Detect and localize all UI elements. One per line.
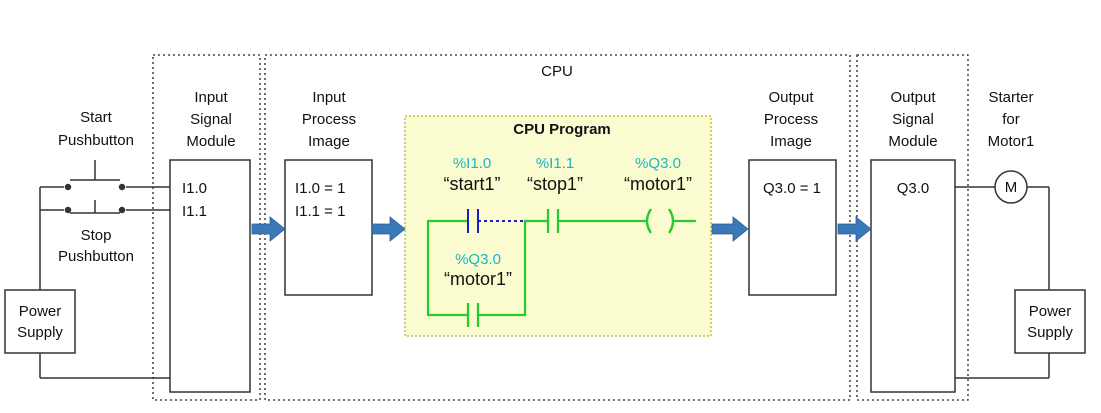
starter-label-3: Motor1	[988, 133, 1035, 150]
output-signal-module-label-1: Output	[890, 89, 936, 106]
start-contact-tag: “start1”	[443, 174, 500, 194]
arrow-to-output-image	[711, 216, 749, 242]
stop-pushbutton-label-2: Pushbutton	[58, 248, 134, 265]
arrow-to-output-module	[837, 216, 872, 242]
stop-pushbutton-label-1: Stop	[81, 227, 112, 244]
input-image-value-2: I1.1 = 1	[295, 203, 345, 220]
output-signal-module-label-2: Signal	[892, 111, 934, 128]
output-process-image-label-3: Image	[770, 133, 812, 150]
input-signal-module-label-2: Signal	[190, 111, 232, 128]
start-pushbutton-symbol	[64, 160, 126, 191]
start-pushbutton-label-2: Pushbutton	[58, 132, 134, 149]
output-signal-module-enclosure	[856, 54, 969, 401]
cpu-label: CPU	[541, 63, 573, 80]
coil-tag: “motor1”	[624, 174, 692, 194]
input-signal-module-label-1: Input	[194, 89, 228, 106]
cpu-program-title: CPU Program	[513, 121, 611, 138]
output-signal-module-box	[870, 159, 956, 393]
start-pushbutton-label-1: Start	[80, 109, 113, 126]
flow-arrows	[251, 216, 872, 242]
motor-symbol-letter: M	[1005, 179, 1018, 196]
output-process-image-label-1: Output	[768, 89, 814, 106]
seal-contact-tag: “motor1”	[444, 269, 512, 289]
output-module-addr: Q3.0	[897, 180, 930, 197]
output-signal-module-label-3: Module	[888, 133, 937, 150]
input-signal-module-enclosure	[152, 54, 261, 401]
starter-label-2: for	[1002, 111, 1020, 128]
seal-contact-address: %Q3.0	[455, 251, 501, 268]
power-supply-right	[1014, 289, 1086, 354]
starter-label-1: Starter	[988, 89, 1033, 106]
output-process-image-label-2: Process	[764, 111, 818, 128]
output-image-value: Q3.0 = 1	[763, 180, 821, 197]
input-module-addr-1: I1.0	[182, 180, 207, 197]
input-signal-module-label-3: Module	[186, 133, 235, 150]
input-module-addr-2: I1.1	[182, 203, 207, 220]
stop-contact-tag: “stop1”	[527, 174, 583, 194]
start-contact-symbol	[467, 209, 525, 233]
stop-contact-address: %I1.1	[536, 155, 574, 172]
input-image-value-1: I1.0 = 1	[295, 180, 345, 197]
power-supply-right-label-2: Supply	[1027, 324, 1073, 341]
ladder-rung	[426, 219, 697, 317]
power-supply-left-label-2: Supply	[17, 324, 63, 341]
arrow-to-cpu-program	[371, 216, 406, 242]
stop-contact-symbol	[525, 209, 567, 233]
seal-contact-symbol	[466, 303, 486, 327]
field-wiring-left	[39, 186, 170, 379]
power-supply-left	[4, 289, 76, 354]
arrow-to-input-image	[251, 216, 286, 242]
input-process-image-label-2: Process	[302, 111, 356, 128]
field-wiring-right	[955, 186, 1050, 379]
input-signal-module-box	[169, 159, 251, 393]
motor-symbol-circle	[994, 170, 1028, 204]
coil-address: %Q3.0	[635, 155, 681, 172]
input-process-image-label-1: Input	[312, 89, 346, 106]
input-process-image-box	[284, 159, 373, 296]
motor-coil-symbol	[645, 208, 675, 234]
stop-pushbutton-symbol	[64, 200, 126, 214]
cpu-program-box	[404, 115, 712, 337]
input-process-image-label-3: Image	[308, 133, 350, 150]
start-contact-address: %I1.0	[453, 155, 491, 172]
output-process-image-box	[748, 159, 837, 296]
power-supply-right-label-1: Power	[1029, 303, 1072, 320]
power-supply-left-label-1: Power	[19, 303, 62, 320]
